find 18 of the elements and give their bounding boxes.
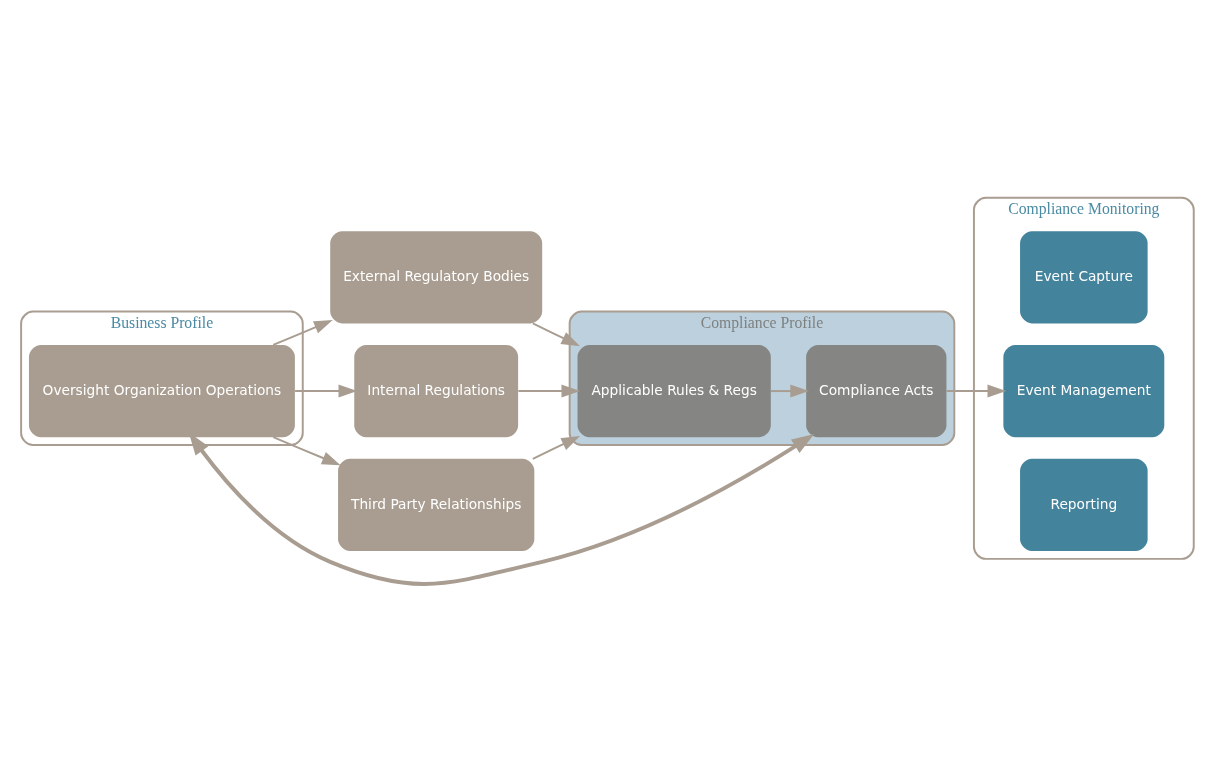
node-box: Third Party Relationships — [338, 458, 535, 551]
arrow — [294, 384, 358, 398]
arrow — [531, 435, 581, 460]
node-box: External Regulatory Bodies — [330, 230, 543, 323]
node-box: Applicable Rules & Regs — [577, 344, 771, 437]
node-box: Reporting — [1020, 458, 1148, 551]
node-box: Internal Regulations — [354, 344, 519, 437]
arrow — [188, 432, 815, 586]
node-box: Oversight Organization Operations — [28, 344, 295, 437]
node-box: Event Management — [1003, 344, 1165, 437]
arrow — [272, 319, 333, 346]
node-box: Compliance Acts — [806, 344, 947, 437]
node-box: Event Capture — [1020, 230, 1148, 323]
arrow — [945, 384, 1007, 398]
arrow — [517, 384, 581, 398]
arrow — [769, 384, 809, 398]
arrow — [272, 435, 341, 465]
arrow — [531, 321, 581, 346]
